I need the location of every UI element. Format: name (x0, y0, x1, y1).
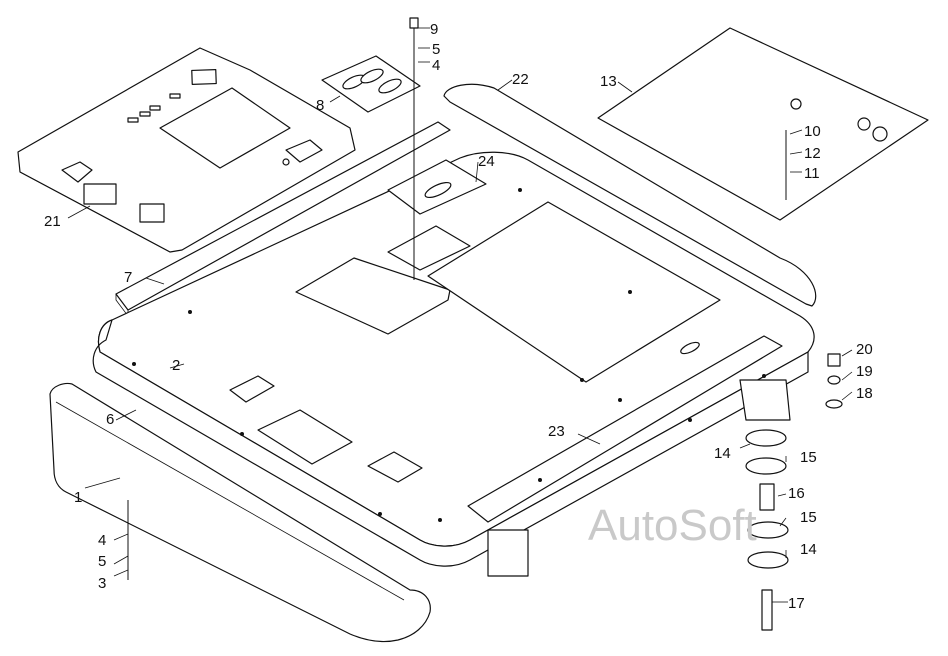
fasteners (127, 17, 787, 580)
callout-18: 18 (856, 385, 873, 402)
callout-19: 19 (856, 363, 873, 380)
callout-17: 17 (788, 595, 805, 612)
callout-9: 9 (430, 21, 438, 38)
callout-3: 3 (98, 575, 106, 592)
callout-13: 13 (600, 73, 617, 90)
watermark-text: AutoSoft (588, 501, 757, 550)
callout-14-lower: 14 (800, 541, 817, 558)
callout-12: 12 (804, 145, 821, 162)
callout-22: 22 (512, 71, 529, 88)
callout-5-top: 5 (432, 41, 440, 58)
part-21-cover-panel (17, 47, 356, 253)
callout-8: 8 (316, 97, 324, 114)
part-1-front-bumper (49, 382, 431, 643)
callout-4-top: 4 (432, 57, 440, 74)
part-22-right-strip (443, 83, 817, 307)
callout-23: 23 (548, 423, 565, 440)
callout-14-upper: 14 (714, 445, 731, 462)
callout-15-lower: 15 (800, 509, 817, 526)
callout-2: 2 (172, 357, 180, 374)
callout-10: 10 (804, 123, 821, 140)
callout-21: 21 (44, 213, 61, 230)
leader-lines (67, 27, 853, 603)
main-floor-frame (92, 151, 815, 577)
callout-16: 16 (788, 485, 805, 502)
callout-7: 7 (124, 269, 132, 286)
part-8-access-plate (321, 55, 421, 113)
part-13-top-plate (597, 27, 929, 221)
mount-stack (745, 353, 843, 631)
callout-20: 20 (856, 341, 873, 358)
callout-6: 6 (106, 411, 114, 428)
callout-labels: 1 2 3 4 5 6 7 8 9 5 4 10 11 12 13 14 15 … (44, 21, 873, 612)
callout-11: 11 (804, 165, 820, 182)
callout-1: 1 (74, 489, 82, 506)
callout-5: 5 (98, 553, 106, 570)
callout-15-upper: 15 (800, 449, 817, 466)
callout-24: 24 (478, 153, 495, 170)
callout-4: 4 (98, 532, 106, 549)
